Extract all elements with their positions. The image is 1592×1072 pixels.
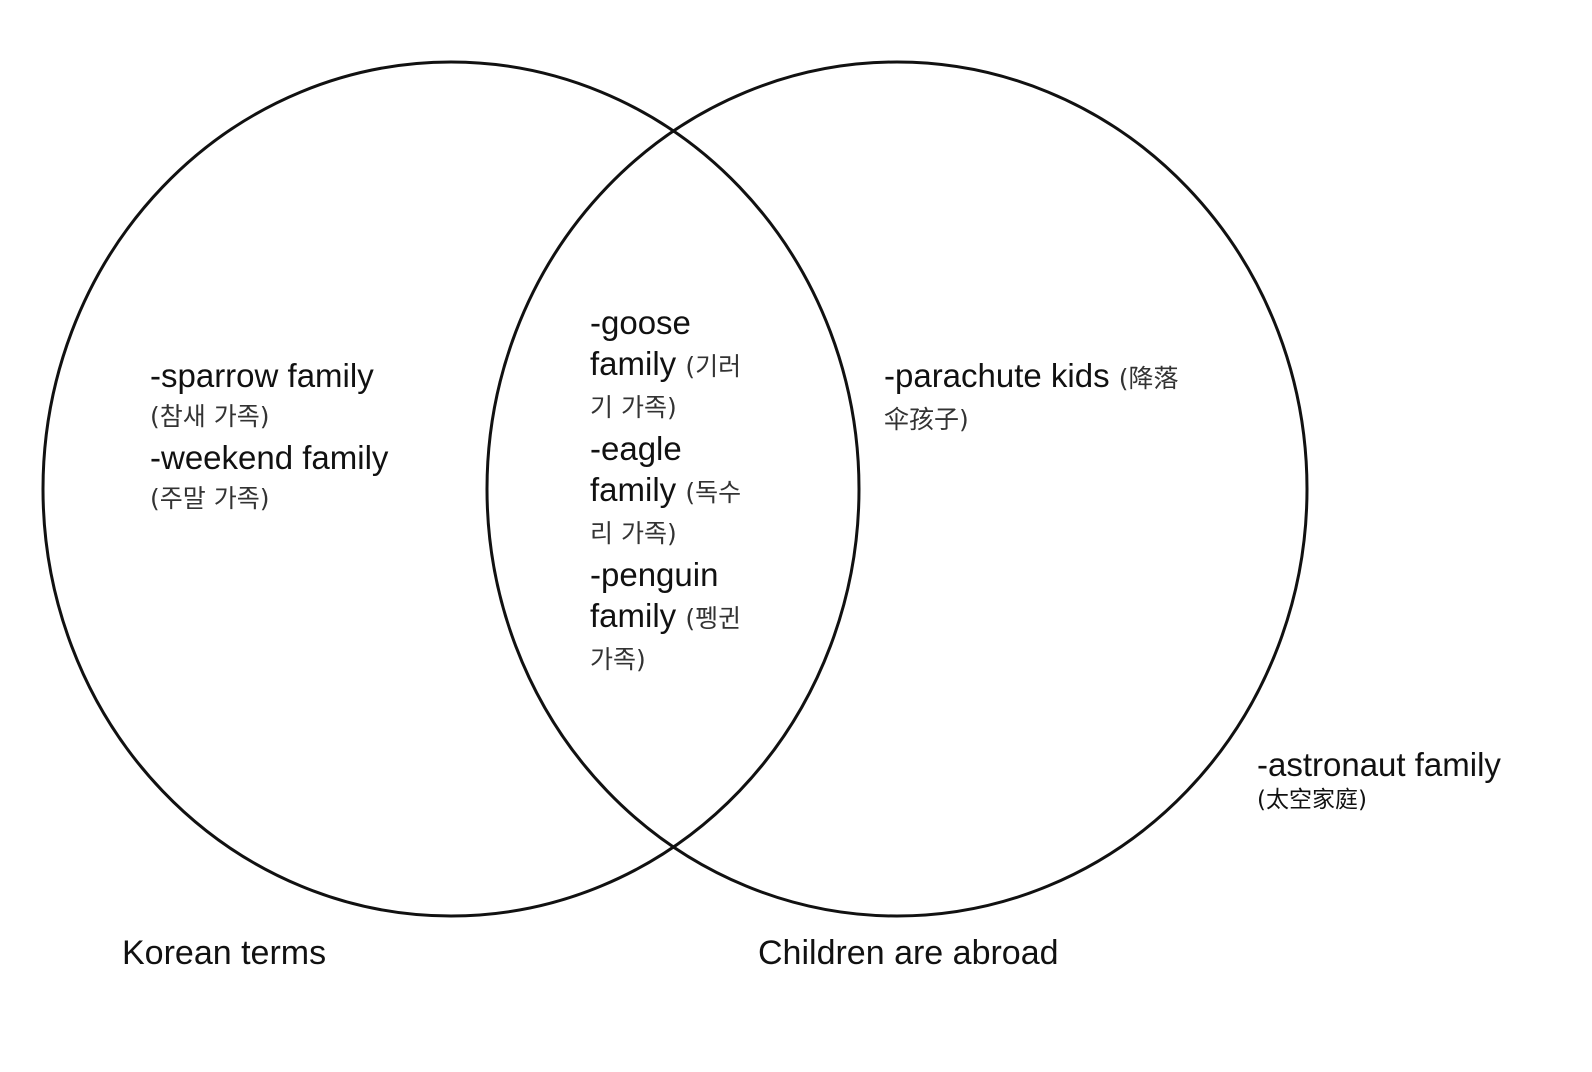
outside-items: -astronaut family (太空家庭) [1257, 744, 1557, 815]
right-item-native: 伞孩子) [884, 405, 969, 434]
overlap-item-term-line2: family (독수 [590, 469, 830, 513]
overlap-item-term: -eagle [590, 430, 682, 467]
left-set-label: Korean terms [122, 934, 327, 972]
left-item-native: (참새 가족) [150, 402, 270, 431]
right-circle [485, 60, 1309, 918]
overlap-item-native: 가족) [590, 645, 646, 674]
overlap-item-term: -penguin [590, 556, 719, 593]
right-item-term: -parachute kids [884, 357, 1110, 394]
overlap-item-term: family [590, 345, 677, 382]
right-item-native: (降落 [1118, 364, 1179, 393]
overlap-item-term: family [590, 597, 677, 634]
overlap-item-term-line2: family (펭귄 [590, 595, 830, 639]
outside-item-native: (太空家庭) [1257, 787, 1367, 813]
overlap-item-native: (독수 [685, 478, 742, 507]
right-item-line1: -parachute kids (降落 [884, 355, 1224, 399]
overlap-items: -goose family (기러 기 가족) -eagle family (독… [590, 302, 830, 680]
left-item-term: -sparrow family [150, 357, 374, 394]
overlap-item-term: family [590, 471, 677, 508]
overlap-item-term: -goose [590, 304, 691, 341]
outside-item-term: -astronaut family [1257, 746, 1501, 783]
overlap-item-native: 기 가족) [590, 393, 677, 422]
left-item-term: -weekend family [150, 439, 389, 476]
overlap-item-term-line2: family (기러 [590, 343, 830, 387]
left-item-native: (주말 가족) [150, 484, 270, 513]
overlap-item-native: 리 가족) [590, 519, 677, 548]
left-set-items: -sparrow family (참새 가족) -weekend family … [150, 355, 440, 519]
right-set-label: Children are abroad [758, 934, 1059, 972]
left-circle [41, 60, 861, 918]
overlap-item-native: (기러 [685, 352, 742, 381]
overlap-item-native: (펭귄 [685, 604, 742, 633]
right-set-items: -parachute kids (降落 伞孩子) [884, 355, 1224, 440]
